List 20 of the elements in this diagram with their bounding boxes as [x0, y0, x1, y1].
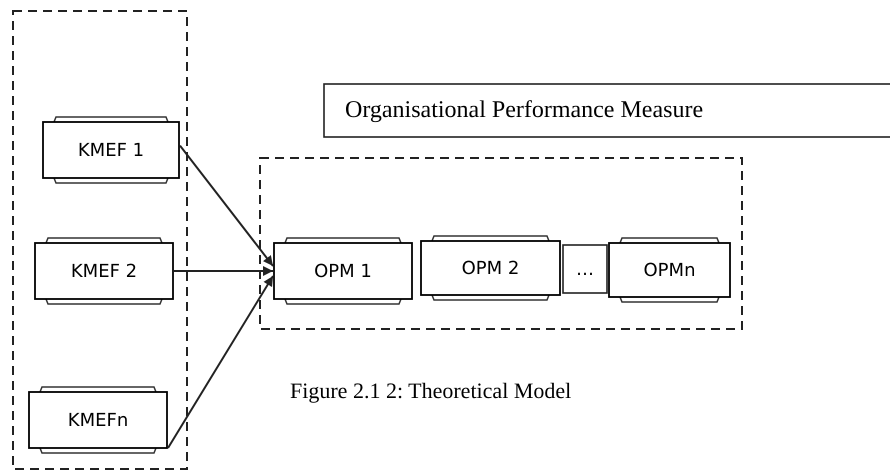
- figure-caption: Figure 2.1 2: Theoretical Model: [290, 378, 572, 404]
- dashed-group-frame: [259, 157, 743, 330]
- box-label: OPM 2: [462, 258, 520, 278]
- process-box: [420, 235, 561, 301]
- process-box: [34, 237, 174, 305]
- box-label: …: [576, 258, 594, 280]
- process-box: [273, 237, 413, 305]
- box-label: KMEF 2: [70, 260, 138, 282]
- dashed-group-frame: [12, 10, 188, 470]
- process-box: [562, 244, 608, 294]
- box-label: KMEF 1: [78, 140, 144, 160]
- process-box: [608, 237, 731, 303]
- process-box: [42, 116, 180, 184]
- heading-text: Organisational Performance Measure: [345, 97, 704, 124]
- connector-arrow: [174, 266, 273, 276]
- box-label: KMEFn: [68, 410, 128, 430]
- process-box: [28, 386, 168, 454]
- box-label: OPM 1: [314, 260, 372, 282]
- box-label: OPMn: [644, 260, 696, 280]
- heading-box: [323, 83, 890, 138]
